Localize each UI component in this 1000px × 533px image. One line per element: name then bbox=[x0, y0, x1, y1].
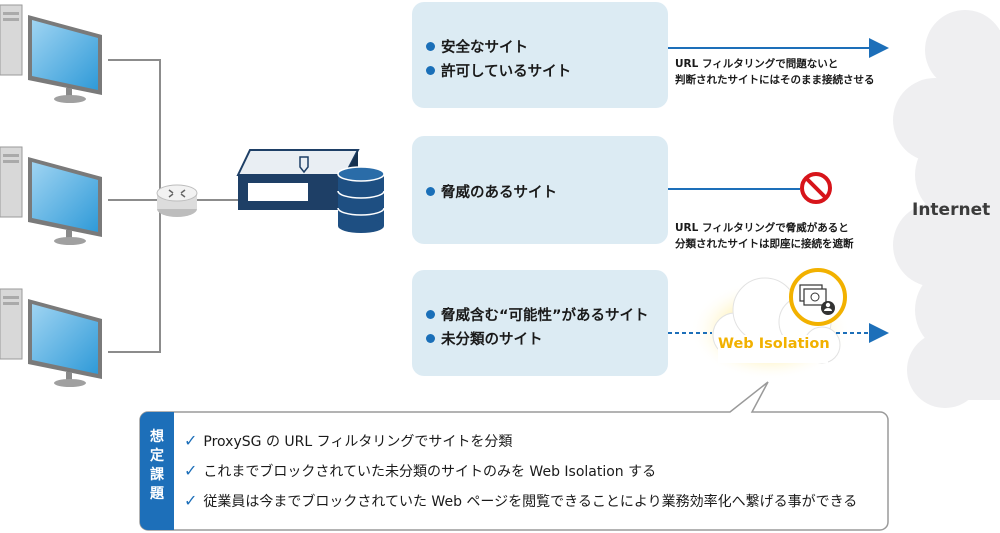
list-item: ✓ 従業員は今までブロックされていた Web ページを閲覧できることにより業務効率… bbox=[184, 491, 857, 511]
assumption-text: これまでブロックされていた未分類のサイトのみを Web Isolation する bbox=[203, 464, 657, 480]
list-item: ✓ これまでブロックされていた未分類のサイトのみを Web Isolation す… bbox=[184, 461, 656, 481]
allowed-note-line1: URL フィルタリングで問題ないと bbox=[675, 58, 839, 70]
allowed-note: URL フィルタリングで問題ないと 判断されたサイトにはそのまま接続させる bbox=[675, 56, 875, 88]
assumption-header: 想 定 課 題 bbox=[140, 412, 174, 530]
assumption-header-char: 想 bbox=[150, 429, 164, 445]
list-item: ✓ ProxySG の URL フィルタリングでサイトを分類 bbox=[184, 431, 512, 451]
assumption-header-char: 定 bbox=[150, 448, 164, 464]
block-icon bbox=[800, 172, 832, 204]
blocked-note: URL フィルタリングで脅威があると 分類されたサイトは即座に接続を遮断 bbox=[675, 220, 854, 252]
list-item: 許可しているサイト bbox=[426, 60, 571, 81]
list-item: 脅威含む“可能性”があるサイト bbox=[426, 304, 649, 325]
pc-icon bbox=[0, 288, 102, 387]
allowed-note-line2: 判断されたサイトにはそのまま接続させる bbox=[675, 74, 875, 86]
assumption-header-char: 課 bbox=[150, 467, 164, 483]
pc-icon bbox=[0, 4, 102, 103]
pc-icon bbox=[0, 146, 102, 245]
checkmark-icon: ✓ bbox=[184, 461, 198, 480]
cloud-icon bbox=[893, 10, 1000, 408]
assumption-header-char: 題 bbox=[150, 486, 164, 502]
safe-sites-panel: 安全なサイト 許可しているサイト bbox=[412, 2, 668, 108]
database-icon bbox=[337, 166, 385, 233]
list-item: 脅威のあるサイト bbox=[426, 181, 557, 202]
checkmark-icon: ✓ bbox=[184, 431, 198, 450]
blocked-note-line1: URL フィルタリングで脅威があると bbox=[675, 222, 849, 234]
assumption-callout: 想 定 課 題 ✓ ProxySG の URL フィルタリングでサイトを分類 ✓ こ… bbox=[140, 412, 888, 530]
internet-label: Internet bbox=[912, 200, 991, 220]
web-isolation-label: Web Isolation bbox=[718, 336, 830, 352]
browser-user-icon bbox=[789, 268, 847, 326]
assumption-text: ProxySG の URL フィルタリングでサイトを分類 bbox=[203, 434, 513, 450]
assumption-text: 従業員は今までブロックされていた Web ページを閲覧できることにより業務効率化… bbox=[203, 494, 858, 510]
list-item: 未分類のサイト bbox=[426, 328, 543, 349]
blocked-note-line2: 分類されたサイトは即座に接続を遮断 bbox=[675, 238, 854, 250]
router-icon bbox=[156, 184, 198, 217]
threat-sites-panel: 脅威のあるサイト bbox=[412, 136, 668, 244]
uncategorized-sites-panel: 脅威含む“可能性”があるサイト 未分類のサイト bbox=[412, 270, 668, 376]
list-item: 安全なサイト bbox=[426, 36, 528, 57]
checkmark-icon: ✓ bbox=[184, 491, 198, 510]
